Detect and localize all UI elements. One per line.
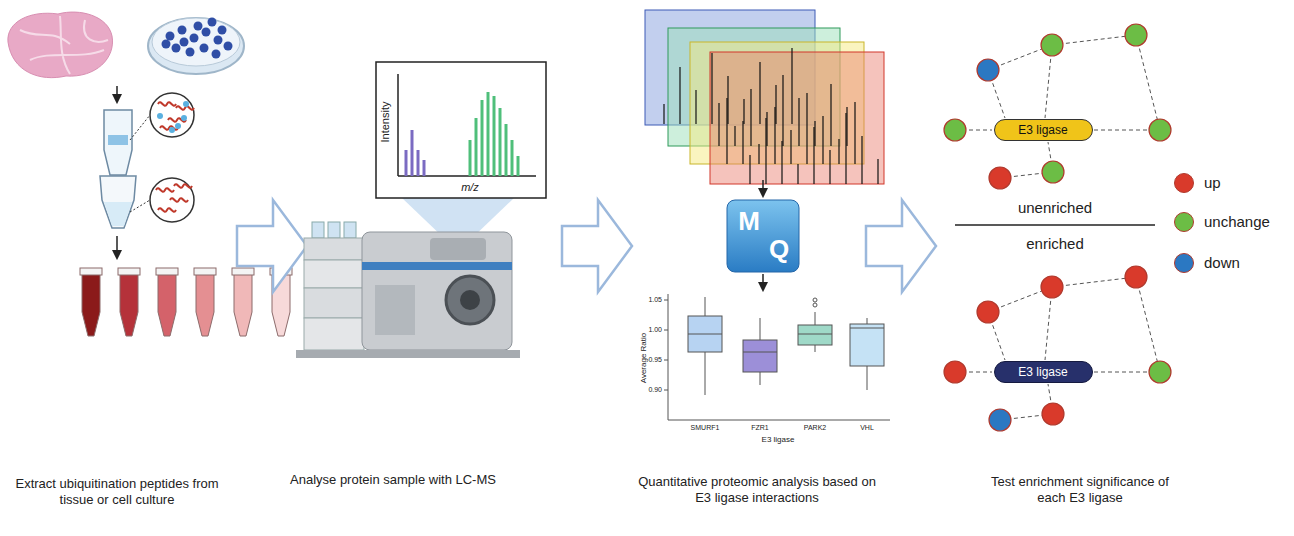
flow-arrow: [116, 86, 118, 102]
category-label: PARK2: [804, 424, 826, 432]
spin-tube: [100, 93, 194, 228]
flow-arrow: [762, 274, 764, 290]
stage-arrows: [237, 200, 936, 292]
category-label: VHL: [860, 424, 874, 432]
stage-caption: Analyse protein sample with LC-MS: [263, 472, 523, 488]
legend-text: unchange: [1204, 213, 1270, 230]
divider-line: [955, 224, 1155, 226]
axis-label: m/z: [461, 181, 479, 194]
petri-dish: [148, 18, 244, 75]
stage-caption: Test enrichment significance of each E3 …: [980, 474, 1180, 505]
boxplot: [664, 294, 890, 420]
flow-arrow: [762, 180, 764, 196]
group-label: enriched: [1026, 235, 1084, 253]
spectra-stack: [645, 10, 884, 184]
tissue-section: [8, 12, 113, 78]
ligase-pill: E3 ligase: [994, 361, 1093, 383]
legend-text: up: [1204, 174, 1221, 191]
axis-label: E3 ligase: [762, 435, 795, 445]
legend-swatch: [1174, 173, 1194, 193]
node-text: E3 ligase: [1018, 123, 1067, 137]
flow-arrow: [116, 236, 118, 258]
tick-label: 1.00: [648, 326, 662, 334]
logo-letter: M: [738, 206, 760, 237]
tick-label: 0.90: [648, 386, 662, 394]
stage-caption: Quantitative proteomic analysis based on…: [632, 474, 882, 505]
tick-label: 1.05: [648, 296, 662, 304]
legend-text: down: [1204, 254, 1240, 271]
node-text: E3 ligase: [1018, 365, 1067, 379]
lc-ms-instrument: [296, 222, 520, 358]
sample-tubes: [80, 268, 292, 336]
axis-label: Average Ratio: [639, 333, 649, 384]
interaction-network: [944, 24, 1171, 431]
group-label: unenriched: [1018, 199, 1092, 217]
legend-swatch: [1174, 212, 1194, 232]
category-label: SMURF1: [691, 424, 720, 432]
mass-spectrum: [376, 62, 546, 240]
tick-label: 0.95: [648, 356, 662, 364]
maxquant-logo: [727, 200, 799, 272]
axis-label: Intensity: [379, 102, 392, 143]
stage-caption: Extract ubiquitination peptides from tis…: [2, 476, 232, 507]
category-label: FZR1: [751, 424, 769, 432]
logo-letter: Q: [769, 234, 789, 265]
ligase-pill: E3 ligase: [994, 119, 1093, 141]
legend-swatch: [1174, 253, 1194, 273]
